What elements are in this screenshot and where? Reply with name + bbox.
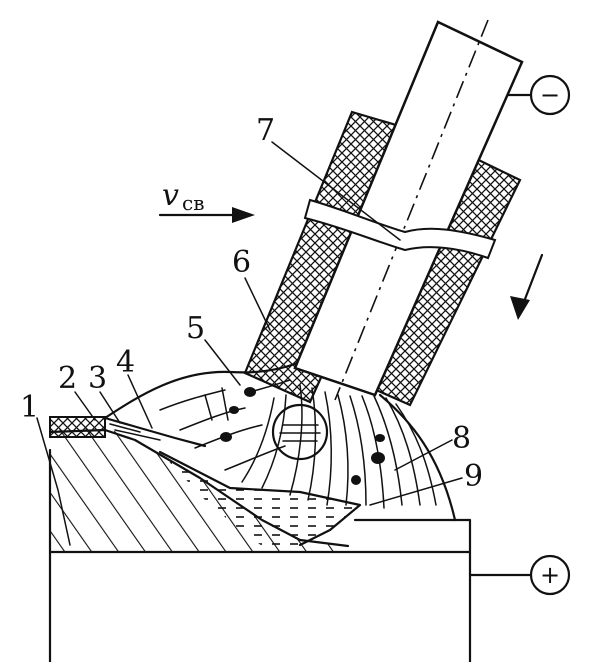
speed-subscript: св (182, 191, 204, 215)
electrode-wire (293, 19, 524, 401)
label-5: 5 (186, 311, 205, 346)
positive-terminal: + (468, 554, 571, 596)
label-4: 4 (116, 345, 135, 380)
speed-arrow: v св (158, 178, 255, 223)
label-8: 8 (452, 421, 471, 456)
positive-sign: + (540, 561, 560, 589)
label-1: 1 (20, 390, 39, 425)
feed-arrow (510, 253, 544, 320)
slag-crust (49, 416, 207, 448)
label-7: 7 (256, 113, 275, 148)
label-2: 2 (58, 361, 77, 396)
label-3: 3 (88, 361, 107, 396)
label-9: 9 (464, 459, 483, 494)
negative-sign: − (540, 81, 560, 109)
label-6: 6 (232, 245, 251, 280)
gas-bubble (271, 403, 329, 461)
negative-terminal: − (506, 74, 571, 116)
leader-lines (36, 141, 463, 546)
droplets (220, 387, 385, 485)
speed-symbol: v (162, 178, 179, 213)
